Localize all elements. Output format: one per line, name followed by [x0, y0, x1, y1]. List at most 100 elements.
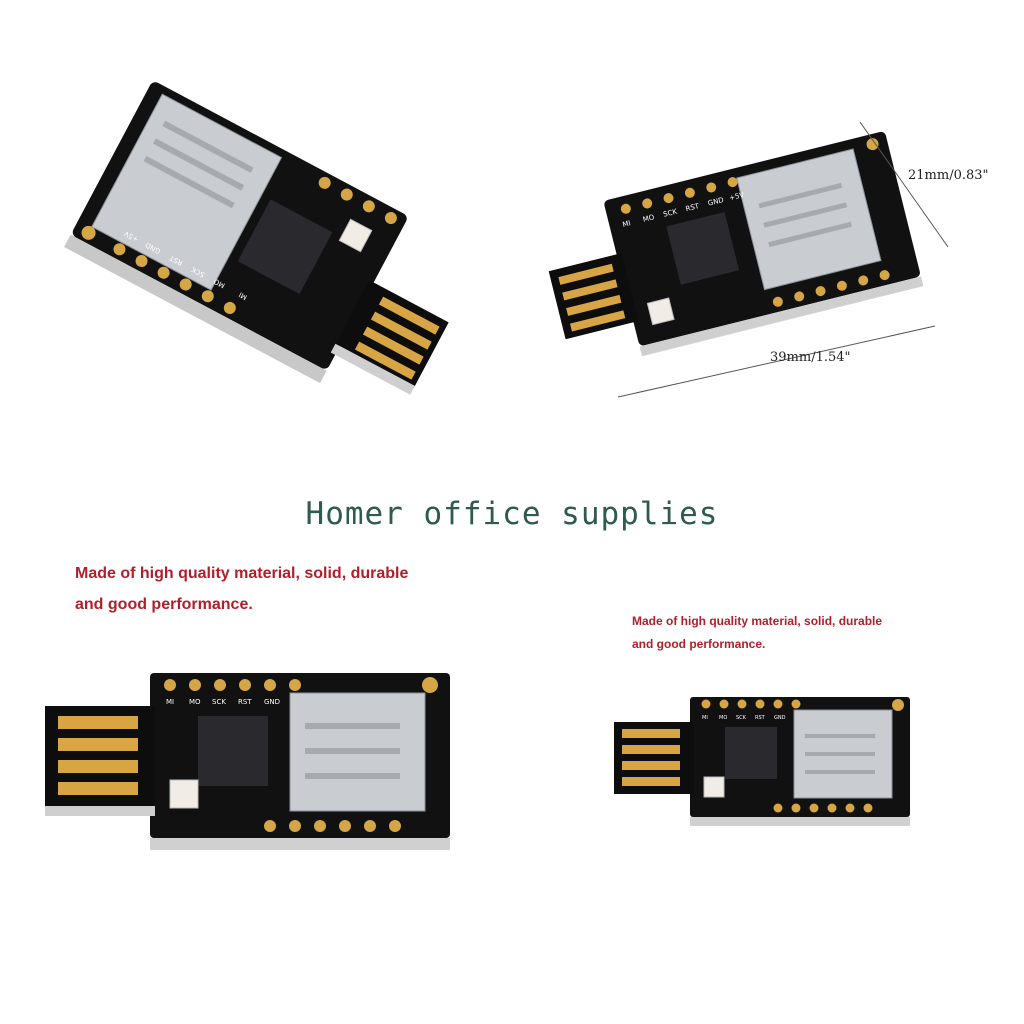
pin-pad — [663, 193, 674, 204]
pin-pad — [684, 187, 695, 198]
product-description-large: Made of high quality material, solid, du… — [75, 558, 408, 620]
pin-pad — [836, 280, 847, 291]
microcontroller-chip — [725, 727, 777, 779]
pcb-board-top-large: MI MO SCK RST GND — [45, 673, 450, 850]
pin-pad — [223, 301, 236, 314]
pin-pad — [364, 820, 376, 832]
pin-pad — [340, 188, 353, 201]
product-photo-top-small: MI MO SCK RST GND — [612, 692, 922, 832]
pin-label: +5V — [728, 191, 745, 202]
usb-contact — [58, 760, 138, 773]
microcontroller-chip — [198, 716, 268, 786]
pin-pad — [620, 203, 631, 214]
pin-pad — [845, 803, 855, 813]
reset-button — [169, 779, 199, 809]
product-description-small: Made of high quality material, solid, du… — [632, 610, 882, 656]
usb-contact — [370, 311, 432, 350]
description-line: Made of high quality material, solid, du… — [632, 614, 883, 628]
pin-pad — [773, 803, 783, 813]
pcb-edge — [690, 817, 910, 826]
pin-pad — [389, 820, 401, 832]
pin-pad — [318, 176, 331, 189]
pin-pad — [164, 679, 176, 691]
pin-pad — [264, 820, 276, 832]
pin-pad — [157, 266, 170, 279]
product-photo-angled: MI MO SCK RST GND +5V — [58, 82, 458, 410]
pcb-edge — [64, 234, 327, 384]
pin-label: RST — [238, 698, 252, 706]
pin-pad — [384, 212, 397, 225]
pin-label: MI — [622, 219, 632, 229]
pin-pad — [815, 286, 826, 297]
pin-label: RST — [755, 715, 766, 721]
pin-pad — [772, 296, 783, 307]
pin-pad — [827, 803, 837, 813]
pin-pad — [858, 275, 869, 286]
pin-label: SCK — [736, 715, 747, 721]
usb-contact — [558, 263, 614, 285]
pin-pad — [214, 679, 226, 691]
pin-label: MI — [238, 290, 249, 301]
pcb-board-dimensioned: MI MO SCK RST GND +5V — [548, 121, 949, 398]
usb-contact — [622, 761, 680, 770]
pin-label: SCK — [662, 207, 678, 218]
reset-button — [703, 776, 725, 798]
usb-contact — [622, 729, 680, 738]
pin-pad — [706, 182, 717, 193]
usb-contact — [566, 294, 622, 316]
usb-contact — [569, 310, 626, 332]
usb-contact — [362, 326, 424, 365]
pin-pad — [773, 699, 783, 709]
pin-pad — [339, 820, 351, 832]
pin-pad — [791, 699, 801, 709]
microsd-slot — [736, 148, 882, 291]
microcontroller-chip — [666, 211, 740, 285]
pin-pad — [755, 699, 765, 709]
reset-button — [338, 218, 373, 253]
brand-watermark: Homer office supplies — [305, 496, 719, 532]
pin-label: RST — [685, 202, 701, 213]
microcontroller-chip — [237, 199, 333, 295]
description-line: and good performance. — [75, 596, 253, 613]
usb-contact — [622, 745, 680, 754]
reset-button — [646, 297, 675, 326]
pin-pad — [201, 290, 214, 303]
usb-contact — [58, 716, 138, 729]
usb-contact — [622, 777, 680, 786]
pin-label: MI — [166, 698, 174, 706]
usb-contact — [58, 738, 138, 751]
pin-pad — [314, 820, 326, 832]
pin-pad — [264, 679, 276, 691]
dimension-line-length — [617, 325, 936, 398]
usb-contact — [562, 279, 618, 301]
pin-pad — [179, 278, 192, 291]
pcb-edge — [639, 276, 924, 357]
pin-pad — [135, 255, 148, 268]
microsd-slot — [91, 93, 283, 291]
pin-pad — [189, 679, 201, 691]
pin-pad — [113, 243, 126, 256]
pin-pad — [737, 699, 747, 709]
description-line: and good performance. — [632, 637, 766, 651]
pin-label: MO — [189, 698, 201, 706]
pin-pad — [362, 200, 375, 213]
dimension-line-width — [859, 121, 949, 248]
pcb-board-angled: MI MO SCK RST GND +5V — [64, 82, 449, 395]
pin-pad — [794, 291, 805, 302]
pin-pad — [719, 699, 729, 709]
pcb-edge — [150, 838, 450, 850]
pin-pad — [879, 270, 890, 281]
pin-label: MI — [702, 715, 708, 721]
pin-pad — [727, 177, 738, 188]
pin-pad — [791, 803, 801, 813]
pin-pad — [809, 803, 819, 813]
usb-contact — [378, 296, 440, 335]
pcb-board-top-small: MI MO SCK RST GND — [614, 697, 910, 826]
pin-pad — [289, 820, 301, 832]
pin-pad — [863, 803, 873, 813]
dimension-width-label: 21mm/0.83" — [908, 168, 989, 183]
pin-pad — [642, 198, 653, 209]
pin-label: MO — [642, 213, 656, 224]
pin-label: MO — [719, 715, 727, 721]
pin-pad — [701, 699, 711, 709]
